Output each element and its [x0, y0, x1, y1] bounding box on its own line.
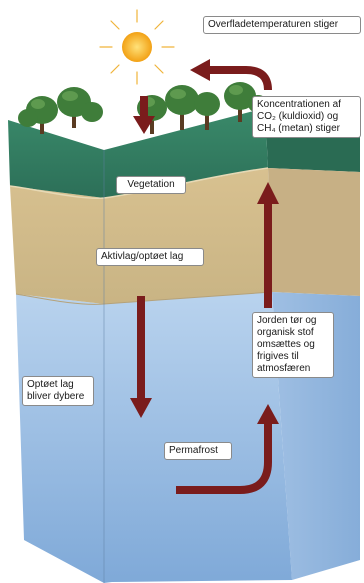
sun-icon	[100, 10, 174, 84]
label-active-layer: Aktivlag/optøet lag	[96, 248, 204, 266]
label-soil-decomposition: Jorden tør og organisk stof omsættes og …	[252, 312, 334, 378]
label-permafrost: Permafrost	[164, 442, 232, 460]
label-surface-temperature: Overfladetemperaturen stiger	[203, 16, 361, 34]
label-thawed-layer-deeper: Optøet lag bliver dybere	[22, 376, 94, 406]
label-concentration: Koncentrationen af CO₂ (kuldioxid) og CH…	[252, 96, 361, 138]
arrow-feedback-left	[190, 59, 268, 90]
label-vegetation: Vegetation	[116, 176, 186, 194]
